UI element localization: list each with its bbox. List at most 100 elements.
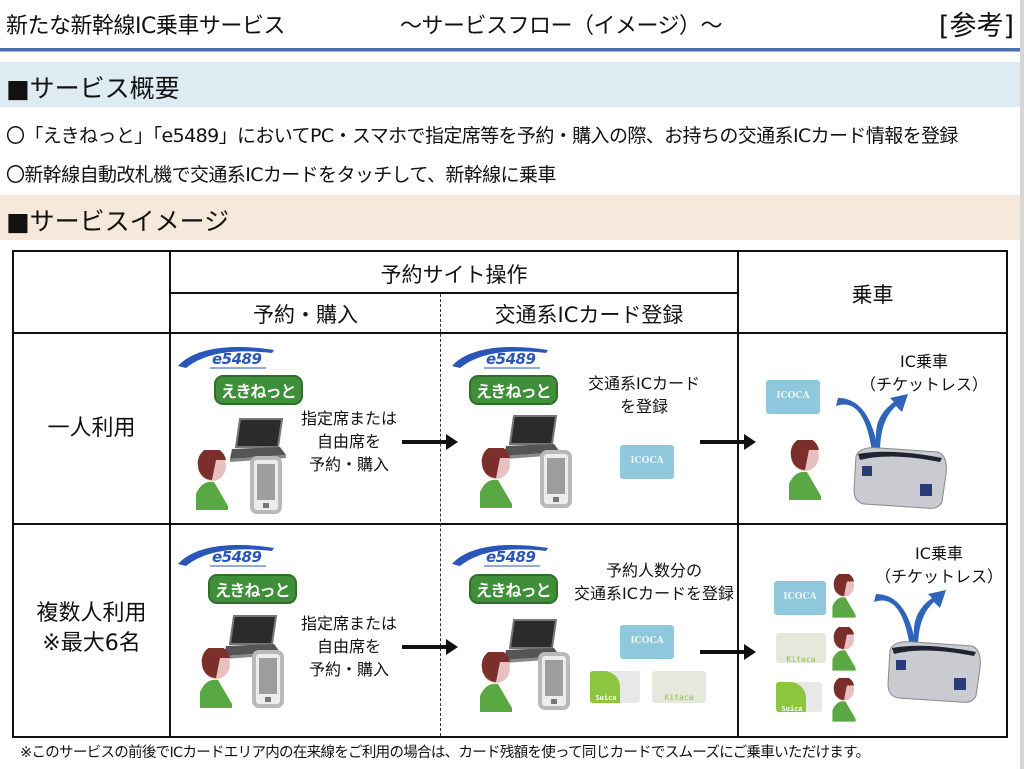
card-label: Suica bbox=[595, 694, 617, 702]
table-divider bbox=[14, 523, 1006, 525]
suica-card: Suica bbox=[590, 671, 640, 703]
e5489-logo: e5489 bbox=[450, 542, 550, 568]
column-header-reserve: 予約・購入 bbox=[253, 303, 358, 327]
slide-subtitle: ～サービスフロー（イメージ）～ bbox=[400, 14, 723, 39]
icoca-card: ICOCA bbox=[774, 581, 826, 615]
service-flow-table: 予約サイト操作 予約・購入 交通系ICカード登録 乗車 一人利用 e5489 え… bbox=[12, 250, 1008, 738]
person-icon bbox=[480, 652, 512, 712]
overview-heading: ■サービス概要 bbox=[6, 74, 180, 103]
board-caption: IC乗車 （チケットレス） bbox=[874, 542, 1004, 588]
reserve-caption: 指定席または 自由席を 予約・購入 bbox=[294, 612, 404, 681]
table-divider bbox=[169, 252, 171, 736]
table-divider bbox=[737, 252, 739, 736]
caption-line: 交通系ICカードを登録 bbox=[574, 584, 734, 603]
e5489-logo-text: e5489 bbox=[212, 548, 262, 566]
header-rule bbox=[0, 48, 1020, 51]
caption-line: IC乗車 bbox=[900, 352, 948, 371]
slide-title: 新たな新幹線IC乗車サービス bbox=[6, 14, 285, 39]
caption-line: 予約人数分の bbox=[605, 561, 702, 580]
e5489-swoosh-icon bbox=[452, 545, 548, 567]
icoca-card: ICOCA bbox=[620, 625, 674, 659]
caption-line: （チケットレス） bbox=[874, 567, 1003, 586]
e5489-logo-text: e5489 bbox=[486, 548, 536, 566]
row-label-single: 一人利用 bbox=[47, 416, 136, 441]
ride-arrow-icon bbox=[874, 590, 946, 648]
person-icon bbox=[832, 678, 856, 722]
row-label-note: ※最大6名 bbox=[42, 631, 141, 656]
e5489-logo: e5489 bbox=[176, 344, 276, 370]
reference-tag: [参考] bbox=[938, 11, 1014, 42]
flow-arrow bbox=[402, 434, 458, 450]
e5489-logo-text: e5489 bbox=[486, 350, 536, 368]
kitaca-card: Kitaca bbox=[776, 633, 826, 664]
smartphone-icon bbox=[540, 450, 572, 508]
table-divider bbox=[14, 332, 1006, 334]
register-caption: 交通系ICカード を登録 bbox=[584, 372, 704, 418]
flow-arrow bbox=[700, 644, 756, 660]
caption-line: （チケットレス） bbox=[859, 375, 988, 394]
flow-arrow bbox=[700, 434, 756, 450]
suica-card: Suica bbox=[776, 682, 822, 712]
caption-line: 自由席を bbox=[316, 432, 381, 451]
e5489-swoosh-icon bbox=[178, 545, 274, 567]
ic-gate-icon bbox=[853, 447, 947, 509]
image-heading-band: ■サービスイメージ bbox=[0, 195, 1020, 240]
caption-line: 予約・購入 bbox=[308, 455, 389, 474]
card-label: Kitaca bbox=[786, 655, 816, 664]
caption-line: 指定席または bbox=[300, 614, 397, 633]
card-label: ICOCA bbox=[783, 592, 817, 602]
header-rule-light bbox=[0, 51, 1020, 52]
person-icon bbox=[196, 450, 228, 510]
ekinet-logo: えきねっと bbox=[214, 375, 303, 405]
ride-arrow-icon bbox=[836, 394, 908, 452]
card-label: ICOCA bbox=[630, 456, 664, 466]
ekinet-logo: えきねっと bbox=[208, 574, 297, 604]
e5489-swoosh-icon bbox=[178, 347, 274, 369]
e5489-logo: e5489 bbox=[176, 542, 276, 568]
register-caption: 予約人数分の 交通系ICカードを登録 bbox=[574, 559, 734, 605]
smartphone-icon bbox=[250, 456, 282, 514]
footnote: ※このサービスの前後でICカードエリア内の在来線をご利用の場合は、カード残額を使… bbox=[20, 745, 870, 761]
row-label-multiple: 複数人利用 bbox=[36, 601, 147, 626]
card-label: Kitaca bbox=[664, 693, 694, 702]
table-divider bbox=[169, 292, 739, 294]
board-caption: IC乗車 （チケットレス） bbox=[854, 350, 994, 396]
laptop-icon bbox=[504, 619, 560, 663]
caption-line: IC乗車 bbox=[915, 544, 963, 563]
person-icon bbox=[789, 440, 821, 500]
caption-line: 予約・購入 bbox=[308, 660, 389, 679]
e5489-logo-text: e5489 bbox=[212, 350, 262, 368]
card-label: ICOCA bbox=[630, 636, 664, 646]
card-label: Suica bbox=[781, 705, 803, 712]
icoca-card: ICOCA bbox=[766, 380, 820, 414]
caption-line: を登録 bbox=[619, 397, 668, 416]
flow-arrow bbox=[402, 639, 458, 655]
caption-line: 自由席を bbox=[316, 637, 381, 656]
e5489-logo: e5489 bbox=[450, 344, 550, 370]
group-header-reservation-site: 予約サイト操作 bbox=[380, 263, 528, 287]
column-header-register-card: 交通系ICカード登録 bbox=[494, 303, 684, 327]
overview-heading-band: ■サービス概要 bbox=[0, 62, 1020, 107]
caption-line: 交通系ICカード bbox=[588, 374, 700, 393]
kitaca-card: Kitaca bbox=[652, 671, 706, 703]
table-dashed-divider bbox=[440, 294, 441, 736]
ekinet-logo: えきねっと bbox=[469, 574, 558, 604]
slide-header: 新たな新幹線IC乗車サービス ～サービスフロー（イメージ）～ [参考] bbox=[0, 0, 1020, 50]
person-icon bbox=[832, 574, 856, 618]
icoca-card: ICOCA bbox=[620, 445, 674, 479]
smartphone-icon bbox=[538, 652, 570, 710]
caption-line: 指定席または bbox=[300, 409, 397, 428]
person-icon bbox=[200, 648, 232, 708]
column-header-board: 乗車 bbox=[851, 283, 894, 307]
e5489-swoosh-icon bbox=[452, 347, 548, 369]
ekinet-logo: えきねっと bbox=[469, 375, 558, 405]
person-icon bbox=[480, 448, 512, 508]
reserve-caption: 指定席または 自由席を 予約・購入 bbox=[294, 407, 404, 476]
card-label: ICOCA bbox=[776, 391, 810, 401]
page-right-edge bbox=[1020, 0, 1024, 769]
overview-bullet: 〇「えきねっと」「e5489」においてPC・スマホで指定席等を予約・購入の際、お… bbox=[6, 125, 958, 147]
overview-bullet: 〇新幹線自動改札機で交通系ICカードをタッチして、新幹線に乗車 bbox=[6, 164, 556, 186]
smartphone-icon bbox=[252, 650, 284, 708]
ic-gate-icon bbox=[887, 641, 981, 703]
person-icon bbox=[832, 627, 856, 671]
